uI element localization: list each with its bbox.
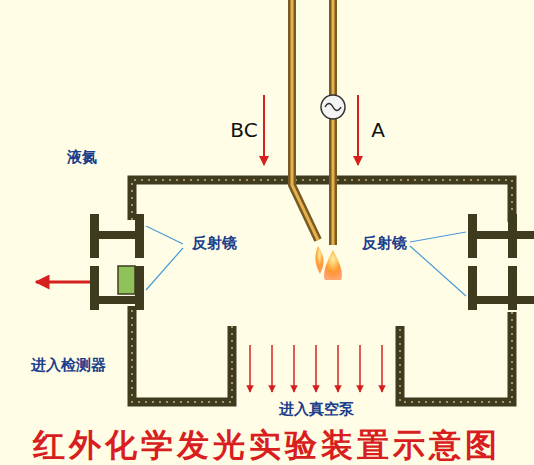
flame — [315, 246, 323, 274]
flow-label: 进入真空泵 — [277, 401, 356, 418]
pump-arrow — [337, 345, 339, 392]
pump-arrow — [249, 345, 251, 392]
chamber-wall — [132, 180, 512, 402]
gas-tubes — [292, 0, 333, 245]
flow-label: 进入检测器 — [29, 357, 108, 374]
reactant-label: A — [369, 119, 387, 142]
reactant-label: BC — [228, 119, 259, 142]
leader-line — [146, 226, 466, 296]
part-label: 反射镜 — [190, 235, 239, 252]
part-label: 反射镜 — [360, 235, 409, 252]
pump-arrow — [271, 345, 273, 392]
ac-discharge-symbol — [321, 95, 345, 119]
pump-arrow — [381, 345, 383, 392]
flow-arrow — [357, 95, 359, 165]
flame — [324, 250, 342, 280]
pump-arrow — [315, 345, 317, 392]
pump-arrow — [293, 345, 295, 392]
pump-arrow — [359, 345, 361, 392]
right-window-port — [468, 214, 534, 310]
detector-arrow — [36, 281, 90, 284]
flow-arrow — [263, 95, 265, 165]
part-label: 液氮 — [65, 149, 99, 166]
caption: 红外化学发光实验装置示意图 — [31, 427, 503, 464]
pump-flow-arrows — [250, 345, 382, 392]
left-window-port — [90, 214, 144, 310]
